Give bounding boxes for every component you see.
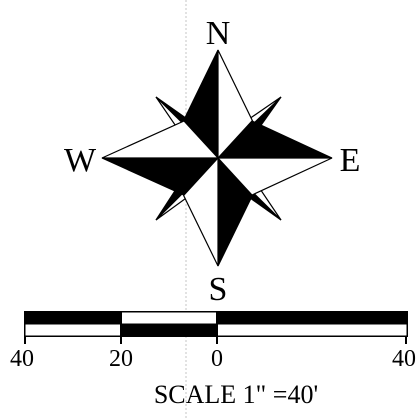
scale-bar-top-middle-segment xyxy=(120,311,218,325)
scale-bar-bottom-right-segment xyxy=(216,323,408,337)
scale-bar-bottom-left-segment xyxy=(24,323,122,337)
scale-label-40-right: 40 xyxy=(392,346,416,372)
west-point-light xyxy=(101,120,220,159)
compass-rose xyxy=(101,49,333,267)
compass-label-south: S xyxy=(209,271,228,308)
scale-label-40-left: 40 xyxy=(10,346,34,372)
east-point-light xyxy=(216,157,333,196)
scale-bar-top-right-segment xyxy=(217,312,407,324)
scale-bar xyxy=(24,311,408,344)
compass-label-west: W xyxy=(64,142,97,179)
scale-bar-top-left-segment xyxy=(25,312,121,324)
scale-label-0: 0 xyxy=(211,346,223,372)
scale-bar-bottom-middle-segment xyxy=(121,324,217,336)
scale-caption: SCALE 1" =40' xyxy=(154,380,318,409)
compass-cardinal-points xyxy=(101,49,333,267)
compass-label-north: N xyxy=(206,15,231,52)
scale-label-20: 20 xyxy=(109,346,133,372)
compass-label-east: E xyxy=(340,142,361,179)
